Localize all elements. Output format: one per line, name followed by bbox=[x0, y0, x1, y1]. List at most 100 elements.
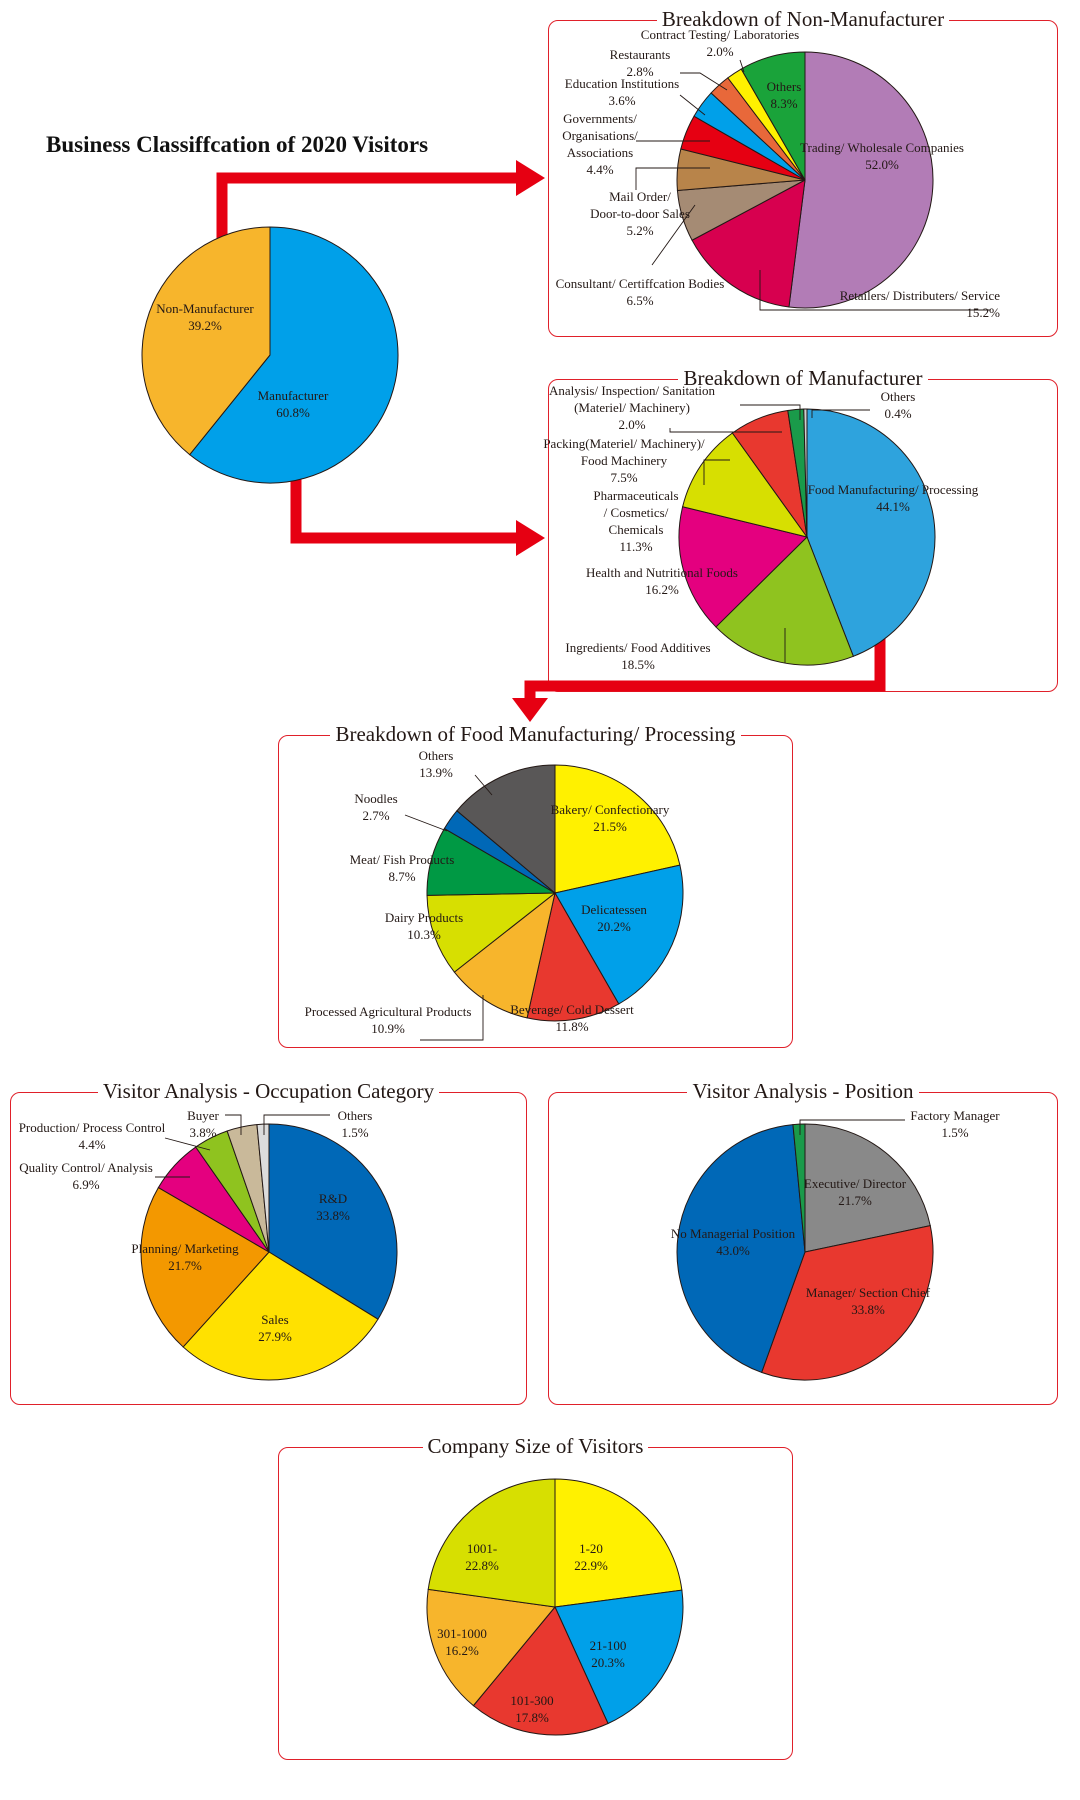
pie-slice-processed-agricultural-products bbox=[453, 891, 556, 1019]
pie-slice-dairy-products bbox=[426, 892, 557, 973]
pie-slice-retailers-distributers-service bbox=[691, 179, 806, 308]
leader-line-restaurants bbox=[680, 72, 728, 91]
leader-line-buyer bbox=[225, 1114, 242, 1135]
leader-line-retailers-distributers-service bbox=[759, 270, 990, 311]
pie-slice-101-300 bbox=[472, 1606, 609, 1736]
pie-slice-no-managerial-position bbox=[676, 1124, 806, 1374]
leader-line-noodles bbox=[404, 814, 448, 832]
pie-slice-301-1000 bbox=[426, 1588, 556, 1707]
pie-slice-others bbox=[256, 1123, 270, 1253]
title-company-size: Company Size of Visitors bbox=[422, 1434, 649, 1458]
leader-line-consultant-certiffcation-bodies bbox=[651, 204, 696, 266]
panel-food-processing: Breakdown of Food Manufacturing/ Process… bbox=[278, 722, 793, 1048]
main-title: Business Classiffcation of 2020 Visitors bbox=[46, 132, 429, 157]
pie-slice-manager-section-chief bbox=[761, 1225, 934, 1381]
title-manufacturer: Breakdown of Manufacturer bbox=[678, 366, 928, 390]
pie-slice-sales bbox=[182, 1251, 379, 1381]
pie-slice-food-manufacturing-processing bbox=[806, 408, 936, 657]
leader-line-contract-testing-laboratories bbox=[739, 59, 745, 73]
title-position: Visitor Analysis - Position bbox=[687, 1079, 919, 1103]
leader-line-production-process-control bbox=[164, 1137, 211, 1151]
title-food-processing: Breakdown of Food Manufacturing/ Process… bbox=[330, 722, 741, 746]
leader-line-pharmaceuticals-cosmetics-chemicals bbox=[703, 459, 730, 485]
slice-label-1001: 1001-22.8% bbox=[465, 1541, 499, 1573]
leader-line-others bbox=[811, 409, 870, 418]
title-occupation: Visitor Analysis - Occupation Category bbox=[97, 1079, 440, 1103]
panel-company-size: Company Size of Visitors bbox=[278, 1434, 793, 1760]
leader-line-factory-manager bbox=[799, 1119, 905, 1135]
leader-line-packing-materiel-machinery-food-machinery bbox=[669, 428, 782, 433]
pie-slice-manufacturer bbox=[188, 226, 399, 484]
leader-line-education-institutions bbox=[679, 94, 706, 116]
leader-line-others bbox=[474, 774, 493, 796]
title-non-manufacturer: Breakdown of Non-Manufacturer bbox=[656, 7, 950, 31]
pie-slice-bakery-confectionary bbox=[554, 764, 681, 894]
pie-slice-trading-wholesale-companies bbox=[788, 51, 934, 309]
leader-line-analysis-inspection-sanitation-materiel-machinery bbox=[740, 404, 801, 420]
pie-slice-1-20 bbox=[554, 1478, 683, 1608]
pie-slice-health-and-nutritional-foods bbox=[678, 506, 808, 628]
panel-position: Visitor Analysis - Position bbox=[548, 1079, 1058, 1405]
leader-line-mail-order-door-to-door-sales bbox=[635, 167, 710, 190]
arrow-to-non-manufacturer-head bbox=[516, 160, 545, 196]
panel-non-manufacturer: Breakdown of Non-Manufacturer bbox=[548, 7, 1058, 337]
pie-slice-r-d bbox=[268, 1123, 398, 1320]
arrow-to-food-processing-head bbox=[512, 698, 548, 722]
pie-slice-beverage-cold-dessert bbox=[526, 891, 620, 1022]
pie-slice-non-manufacturer bbox=[141, 226, 271, 456]
pie-slice-planning-marketing bbox=[140, 1186, 270, 1348]
arrow-to-manufacturer-head bbox=[516, 520, 545, 556]
pie-slice-21-100 bbox=[554, 1589, 684, 1725]
pie-slice-executive-director bbox=[804, 1123, 931, 1253]
pie-slice-others bbox=[456, 764, 556, 895]
pie-slice-others bbox=[803, 408, 808, 538]
pie-slice-others bbox=[740, 51, 806, 182]
panel-occupation: Visitor Analysis - Occupation Category bbox=[10, 1079, 527, 1405]
pie-slice-delicatessen bbox=[554, 864, 684, 1005]
pie-slice-1001 bbox=[427, 1478, 556, 1608]
